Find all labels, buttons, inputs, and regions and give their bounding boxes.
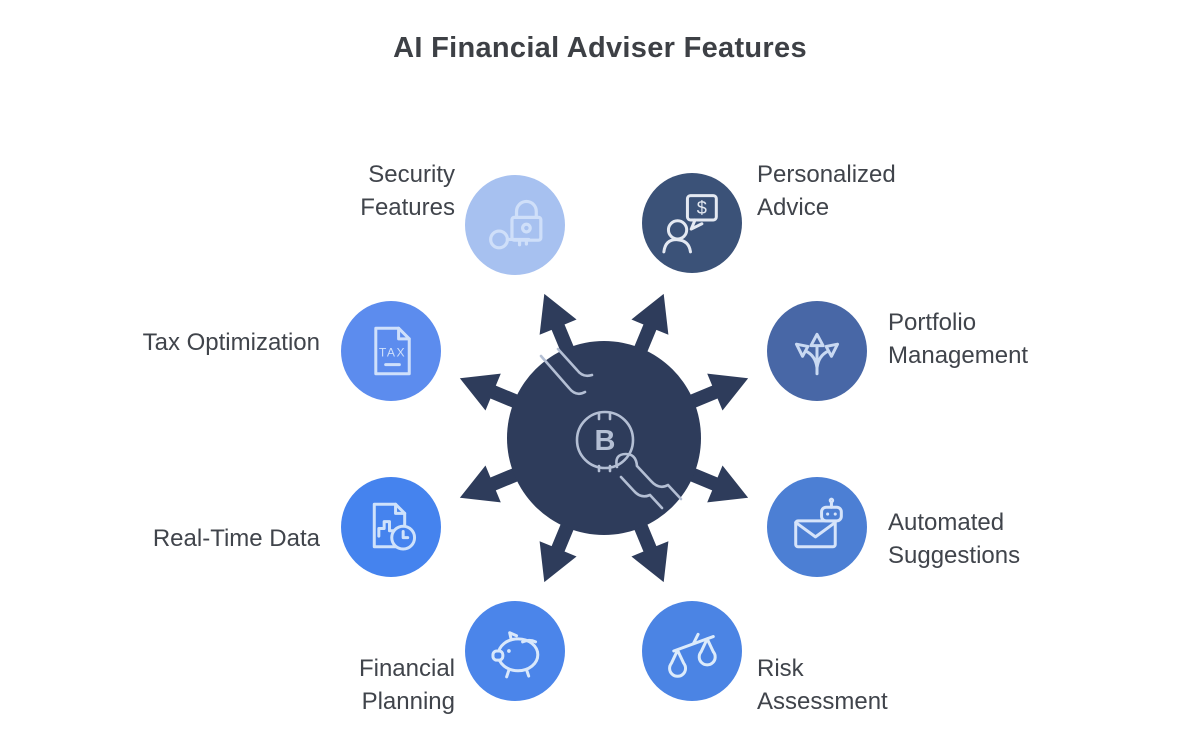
label-line: Tax Optimization	[142, 329, 320, 356]
label-risk-assessment: Risk Assessment	[757, 652, 967, 718]
label-tax-optimization: Tax Optimization	[80, 326, 320, 359]
tax-document-icon: TAX	[353, 313, 429, 389]
label-line: Risk	[757, 655, 804, 682]
label-line: Suggestions	[888, 542, 1021, 569]
node-portfolio-management	[767, 301, 867, 401]
lock-key-icon	[477, 187, 553, 263]
node-tax-optimization: TAX	[341, 301, 441, 401]
svg-text:TAX: TAX	[379, 345, 406, 359]
bitcoin-symbol: B	[595, 425, 616, 457]
label-security-features: Security Features	[280, 158, 455, 224]
label-portfolio-management: Portfolio Management	[888, 306, 1108, 372]
hub-arrows	[459, 293, 749, 583]
three-way-arrows-icon	[779, 313, 855, 389]
bitcoin-exchange-hands-icon: B	[539, 347, 683, 510]
node-risk-assessment	[642, 601, 742, 701]
person-dollar-chat-icon: $	[654, 185, 730, 261]
label-personalized-advice: Personalized Advice	[757, 158, 967, 224]
label-financial-planning: Financial Planning	[280, 652, 455, 718]
document-chart-clock-icon	[353, 489, 429, 565]
node-financial-planning	[465, 601, 565, 701]
label-line: Advice	[757, 194, 830, 221]
node-automated-suggestions	[767, 477, 867, 577]
label-automated-suggestions: Automated Suggestions	[888, 506, 1118, 572]
label-real-time-data: Real-Time Data	[80, 522, 320, 555]
label-line: Features	[360, 194, 455, 221]
piggy-bank-icon	[477, 613, 553, 689]
label-line: Assessment	[757, 688, 888, 715]
scales-icon	[654, 613, 730, 689]
label-line: Automated	[888, 509, 1005, 536]
label-line: Portfolio	[888, 309, 977, 336]
node-security-features	[465, 175, 565, 275]
svg-text:$: $	[697, 197, 707, 218]
label-line: Management	[888, 342, 1029, 369]
envelope-robot-icon	[779, 489, 855, 565]
node-real-time-data	[341, 477, 441, 577]
label-line: Personalized	[757, 161, 896, 188]
label-line: Financial	[358, 655, 455, 682]
label-line: Planning	[361, 688, 455, 715]
page-title: AI Financial Adviser Features	[393, 32, 807, 64]
node-personalized-advice: $	[642, 173, 742, 273]
hub-circle	[507, 341, 701, 535]
label-line: Security	[368, 161, 455, 188]
label-line: Real-Time Data	[152, 525, 320, 552]
